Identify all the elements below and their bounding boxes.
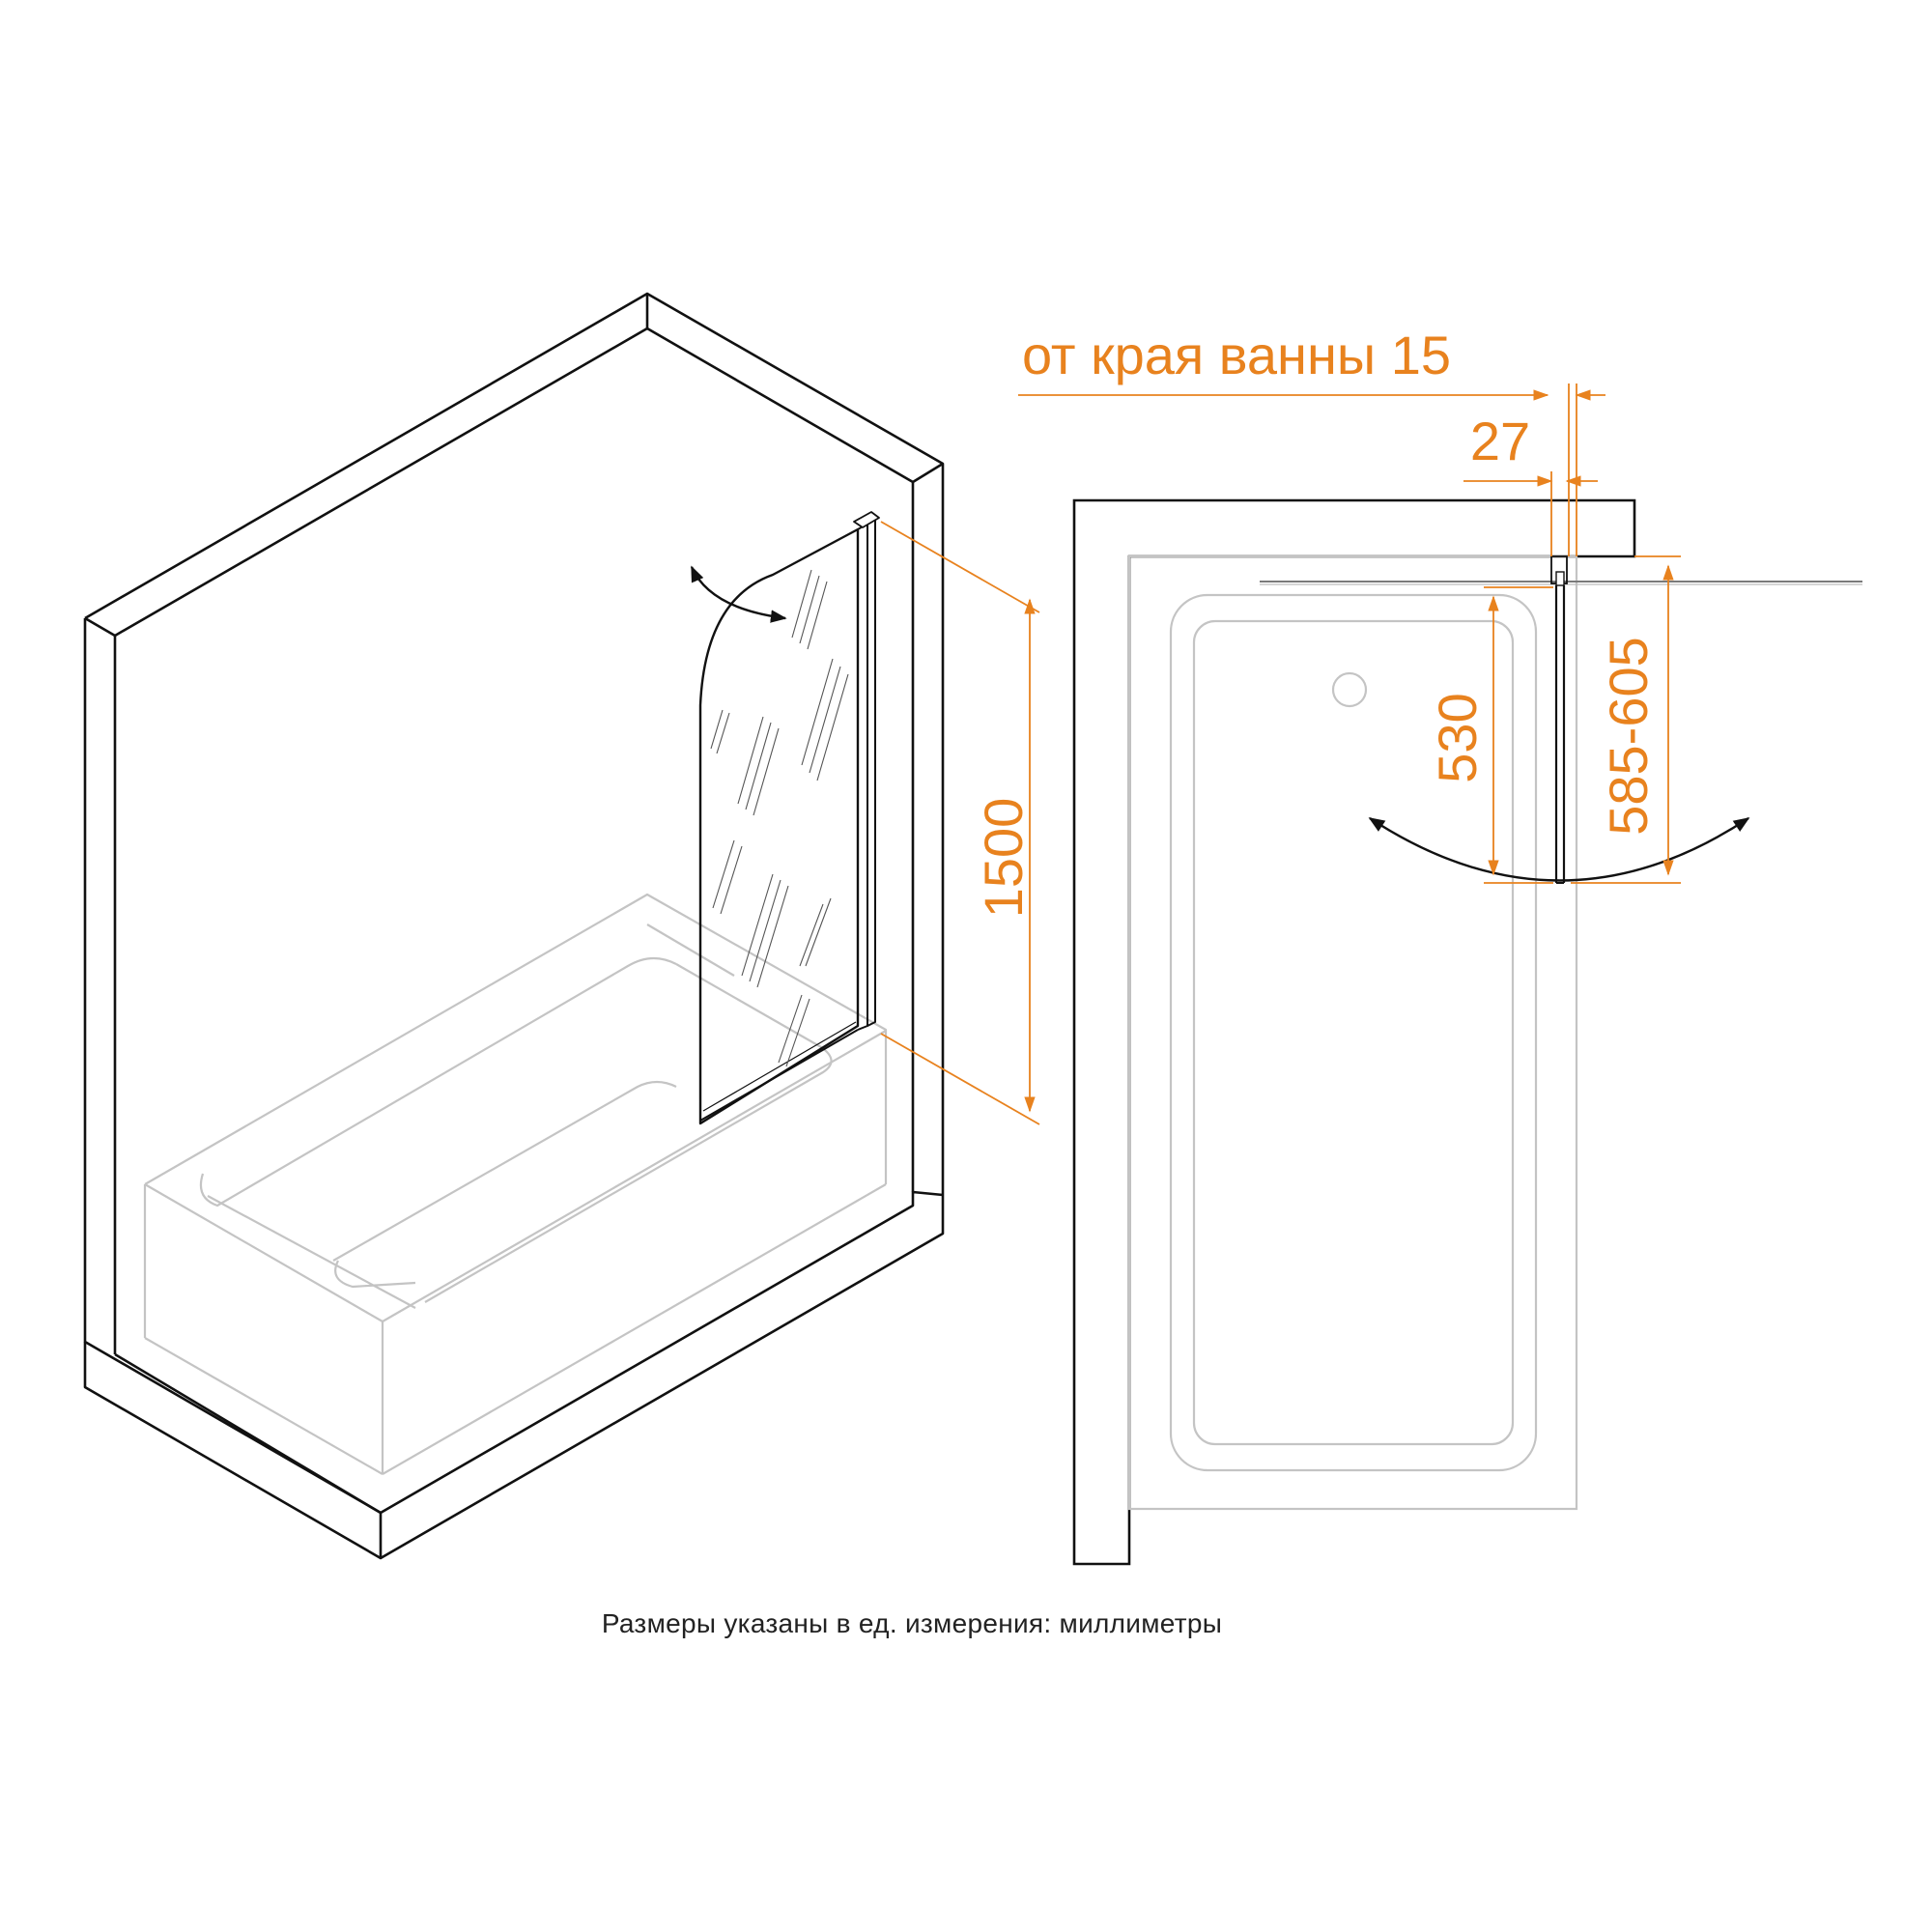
plan-wall-outline [1072, 498, 1636, 1566]
profile-width-label: 27 [1470, 411, 1530, 471]
units-caption: Размеры указаны в ед. измерения: миллиме… [601, 1608, 1223, 1638]
bathtub-plan [1127, 554, 1578, 1511]
door-width-label: 530 [1427, 693, 1488, 782]
door-profile-plan [1550, 555, 1568, 884]
isometric-view: 1500 [83, 292, 1040, 1560]
wall-outline [83, 292, 945, 1560]
height-dimension [880, 521, 1040, 1125]
edge-offset-label: от края ванны 15 [1022, 325, 1451, 385]
glass-hatch [710, 569, 849, 1067]
height-label: 1500 [973, 798, 1034, 919]
bathtub-iso [143, 893, 888, 1475]
swing-arrow-plan [1368, 816, 1750, 882]
plan-view: от края ванны 15 27 530 585-605 [1018, 325, 1862, 1566]
swing-arrow-iso [690, 565, 787, 623]
plan-dimensions [1018, 384, 1681, 884]
opening-range-label: 585-605 [1598, 637, 1659, 836]
